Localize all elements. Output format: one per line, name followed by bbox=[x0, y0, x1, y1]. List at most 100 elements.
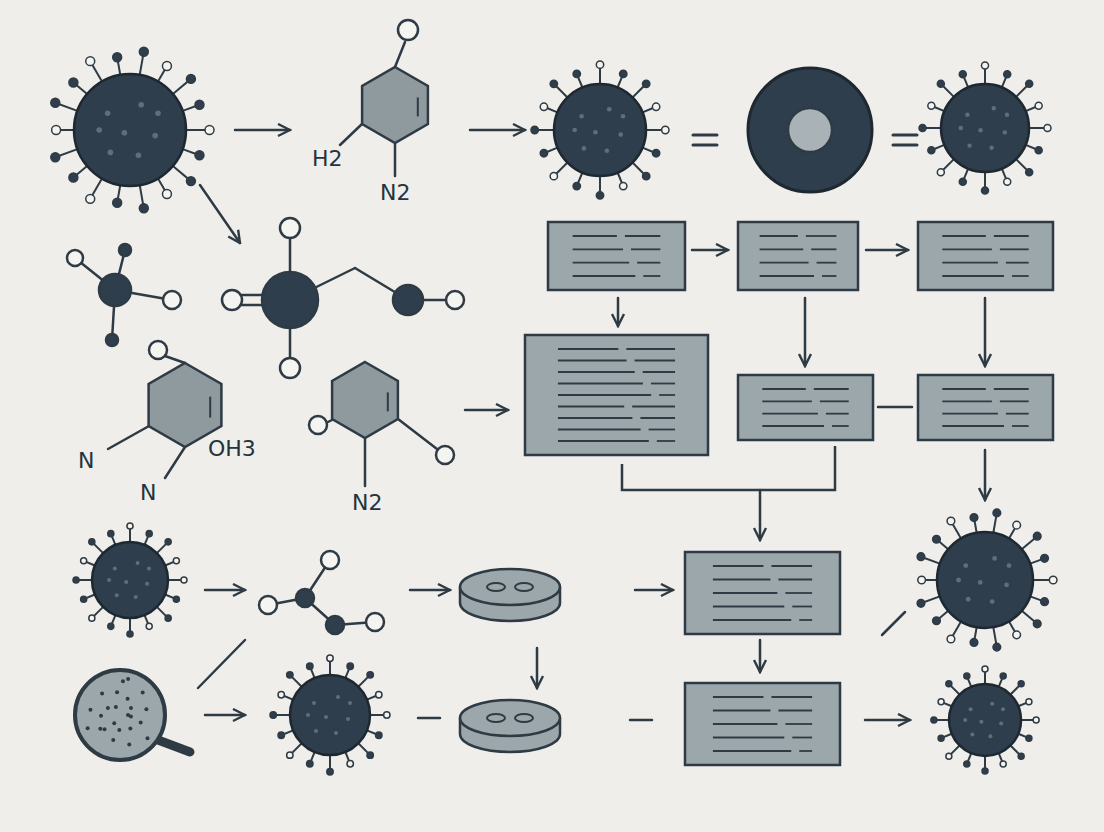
spike-tip bbox=[165, 539, 171, 545]
placeholder-line bbox=[713, 606, 784, 608]
sample-dot bbox=[117, 728, 121, 732]
sample-dot bbox=[129, 714, 133, 718]
spike-tip bbox=[959, 71, 966, 78]
virus-dot bbox=[992, 106, 996, 110]
virus-body bbox=[74, 74, 186, 186]
spike-tip bbox=[376, 692, 382, 698]
spike-tip bbox=[573, 182, 580, 189]
sample-dot bbox=[128, 726, 132, 730]
spike-tip bbox=[73, 577, 79, 583]
placeholder-line bbox=[760, 248, 804, 250]
spike-tip bbox=[662, 126, 669, 133]
connector-line bbox=[878, 406, 912, 409]
connector-line bbox=[418, 717, 440, 720]
sample-dot bbox=[141, 690, 145, 694]
placeholder-line bbox=[778, 579, 812, 581]
placeholder-line bbox=[1012, 275, 1029, 277]
placeholder-line bbox=[942, 400, 992, 402]
placeholder-line bbox=[942, 248, 992, 250]
spike-tip bbox=[307, 663, 313, 669]
spike-tip bbox=[307, 761, 313, 767]
connector-line bbox=[693, 134, 717, 137]
placeholder-line bbox=[942, 262, 998, 264]
placeholder-line bbox=[657, 440, 675, 442]
sample-dot bbox=[139, 721, 143, 725]
spike-tip bbox=[1018, 753, 1024, 759]
atom bbox=[99, 274, 131, 306]
virus-body bbox=[941, 84, 1029, 172]
placeholder-line bbox=[558, 394, 651, 396]
spike-tip bbox=[108, 531, 114, 537]
virus-dot bbox=[963, 718, 967, 722]
spike-tip bbox=[933, 535, 941, 543]
spike-tip bbox=[1049, 576, 1057, 584]
placeholder-line bbox=[760, 275, 814, 277]
placeholder-line bbox=[713, 619, 791, 621]
atom bbox=[259, 596, 277, 614]
placeholder-line bbox=[558, 371, 635, 373]
flow-arrow bbox=[759, 640, 762, 672]
virus-dot bbox=[152, 133, 158, 139]
spike-tip bbox=[1035, 102, 1042, 109]
virus-dot bbox=[348, 701, 352, 705]
spike-tip bbox=[540, 150, 547, 157]
placeholder-line bbox=[792, 606, 812, 608]
connector-line bbox=[242, 304, 262, 307]
spike-tip bbox=[367, 752, 373, 758]
cell-ring bbox=[748, 68, 872, 192]
placeholder-line bbox=[651, 383, 675, 385]
magnifier-lens bbox=[75, 670, 165, 760]
spike-tip bbox=[186, 177, 195, 186]
placeholder-line bbox=[832, 425, 849, 427]
placeholder-line bbox=[573, 235, 617, 237]
virus-dot bbox=[990, 702, 994, 706]
virus-dot bbox=[136, 561, 140, 565]
virus-dot bbox=[572, 128, 577, 133]
placeholder-line bbox=[1012, 425, 1029, 427]
spike-tip bbox=[181, 577, 187, 583]
spike-tip bbox=[69, 78, 78, 87]
placeholder-line bbox=[635, 360, 676, 362]
magnifier-handle bbox=[158, 740, 190, 752]
virus-dot bbox=[1004, 582, 1009, 587]
spike-tip bbox=[938, 699, 944, 705]
sample-dot bbox=[111, 738, 115, 742]
virus-dot bbox=[965, 113, 969, 117]
spike-tip bbox=[1026, 735, 1032, 741]
placeholder-line bbox=[826, 413, 849, 415]
spike-tip bbox=[113, 53, 122, 62]
spike-tip bbox=[947, 635, 955, 643]
virus-dot bbox=[970, 732, 974, 736]
spike-tip bbox=[931, 717, 937, 723]
placeholder-line bbox=[760, 235, 798, 237]
spike-tip bbox=[918, 576, 926, 584]
virus-dot bbox=[136, 152, 142, 158]
virus-dot bbox=[115, 593, 119, 597]
spike-tip bbox=[173, 558, 179, 564]
virus-body bbox=[949, 684, 1021, 756]
placeholder-line bbox=[942, 413, 998, 415]
atom bbox=[366, 613, 384, 631]
process-box bbox=[918, 375, 1053, 440]
virus-dot bbox=[147, 567, 151, 571]
spike-tip bbox=[1013, 521, 1021, 529]
sample-dot bbox=[144, 707, 148, 711]
colony bbox=[515, 714, 533, 722]
placeholder-line bbox=[762, 425, 824, 427]
connector-line bbox=[394, 143, 397, 176]
atom-label: N2 bbox=[352, 490, 382, 515]
atom bbox=[436, 446, 454, 464]
virus-dot bbox=[989, 146, 993, 150]
spike-tip bbox=[550, 173, 557, 180]
flow-arrow bbox=[200, 185, 240, 243]
process-box bbox=[548, 222, 685, 290]
spike-tip bbox=[186, 74, 195, 83]
spike-tip bbox=[1004, 71, 1011, 78]
spike-tip bbox=[1004, 178, 1011, 185]
spike-tip bbox=[531, 126, 538, 133]
spike-tip bbox=[1033, 620, 1041, 628]
spike-tip bbox=[376, 732, 382, 738]
spike-tip bbox=[81, 596, 87, 602]
flow-arrow bbox=[235, 129, 290, 132]
virus-dot bbox=[134, 595, 138, 599]
